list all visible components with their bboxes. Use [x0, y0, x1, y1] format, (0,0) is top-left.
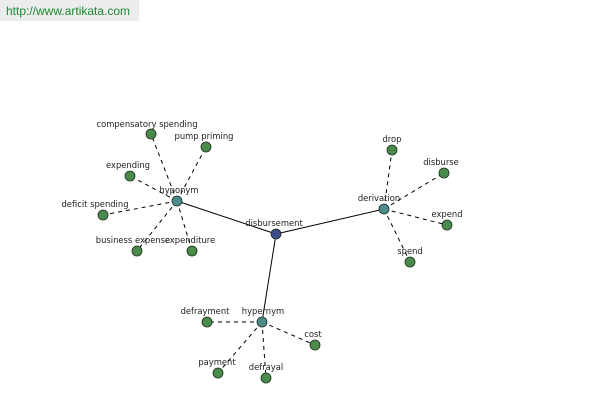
edge-hypernym-payment — [217, 321, 263, 374]
label-business-expense: business expense — [96, 235, 170, 245]
label-expend: expend — [431, 209, 462, 219]
label-disbursement: disbursement — [245, 218, 303, 228]
edge-layer — [102, 133, 448, 379]
edge-hyponym-expenditure — [176, 200, 193, 252]
node-defrayal — [260, 372, 272, 384]
node-cost — [309, 339, 321, 351]
edge-disbursement-hypernym — [261, 233, 277, 323]
edge-derivation-drop — [383, 149, 393, 210]
node-expenditure — [186, 245, 198, 257]
label-cost: cost — [304, 329, 322, 339]
node-hypernym — [256, 316, 268, 328]
source-link[interactable]: http://www.artikata.com — [0, 0, 139, 21]
edge-derivation-spend — [383, 208, 411, 263]
node-business-expense — [131, 245, 143, 257]
label-payment: payment — [198, 357, 236, 367]
label-layer: disbursement compensatory spending pump pr… — [61, 119, 462, 372]
label-pump-priming: pump priming — [175, 131, 234, 141]
label-defrayal: defrayal — [249, 362, 283, 372]
edge-derivation-expend — [383, 208, 448, 226]
node-derivation — [378, 203, 390, 215]
node-hyponym — [171, 195, 183, 207]
edge-hypernym-cost — [261, 321, 316, 346]
node-disburse — [438, 167, 450, 179]
node-drop — [386, 144, 398, 156]
label-spend: spend — [397, 246, 422, 256]
label-disburse: disburse — [423, 157, 459, 167]
node-expend — [441, 219, 453, 231]
edge-hyponym-expending — [129, 175, 178, 202]
node-pump-priming — [200, 141, 212, 153]
node-disbursement — [270, 228, 282, 240]
edge-hypernym-defrayal — [261, 321, 267, 379]
edge-derivation-disburse — [383, 172, 445, 210]
node-deficit-spending — [97, 209, 109, 221]
node-expending — [124, 170, 136, 182]
edge-hyponym-business-expense — [136, 200, 178, 252]
node-defrayment — [201, 316, 213, 328]
node-payment — [212, 367, 224, 379]
label-expenditure: expenditure — [165, 235, 215, 245]
label-hypernym: hypernym — [242, 306, 284, 316]
node-compensatory-spending — [145, 128, 157, 140]
label-deficit-spending: deficit spending — [61, 199, 128, 209]
label-derivation: derivation — [358, 193, 400, 203]
edge-disbursement-hyponym — [176, 200, 277, 235]
label-expending: expending — [106, 160, 150, 170]
node-spend — [404, 256, 416, 268]
edge-hyponym-compensatory-spending — [150, 133, 178, 202]
edge-hyponym-pump-priming — [176, 146, 207, 202]
node-layer — [97, 128, 453, 384]
label-drop: drop — [382, 134, 401, 144]
edge-disbursement-derivation — [275, 208, 385, 235]
label-hyponym: hyponym — [159, 185, 198, 195]
label-defrayment: defrayment — [181, 306, 231, 316]
label-compensatory-spending: compensatory spending — [96, 119, 197, 129]
